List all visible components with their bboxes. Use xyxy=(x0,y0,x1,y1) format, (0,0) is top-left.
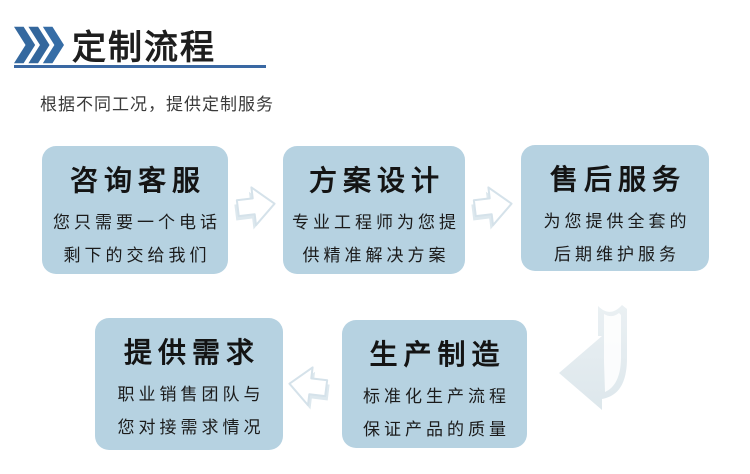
flow-arrow-down-turn-icon xyxy=(552,302,634,423)
title-underline xyxy=(14,65,266,68)
step-title: 方案设计 xyxy=(308,165,445,196)
step-box-aftersales: 售后服务 为您提供全套的 后期维护服务 xyxy=(521,145,709,271)
page-subtitle: 根据不同工况，提供定制服务 xyxy=(40,95,274,114)
step-title: 售后服务 xyxy=(549,164,686,195)
step-line: 为您提供全套的 xyxy=(543,212,691,231)
flow-arrow-left-icon xyxy=(281,358,335,418)
step-box-consult: 咨询客服 您只需要一个电话 剩下的交给我们 xyxy=(42,146,228,274)
flow-arrow-right-icon xyxy=(466,178,520,238)
step-line: 标准化生产流程 xyxy=(363,387,510,406)
page-title: 定制流程 xyxy=(72,29,216,67)
step-line: 您对接需求情况 xyxy=(117,418,265,437)
step-line: 专业工程师为您提 xyxy=(292,213,460,232)
step-line: 剩下的交给我们 xyxy=(63,246,211,265)
step-box-requirements: 提供需求 职业销售团队与 您对接需求情况 xyxy=(95,318,283,450)
step-line: 您只需要一个电话 xyxy=(53,213,221,232)
step-box-production: 生产制造 标准化生产流程 保证产品的质量 xyxy=(342,320,527,448)
step-title: 生产制造 xyxy=(369,339,506,370)
flow-arrow-right-icon xyxy=(229,178,283,238)
step-line: 保证产品的质量 xyxy=(363,420,510,439)
step-box-design: 方案设计 专业工程师为您提 供精准解决方案 xyxy=(283,146,465,274)
step-line: 职业销售团队与 xyxy=(117,385,265,404)
step-title: 提供需求 xyxy=(123,337,260,368)
triple-chevron-right-icon xyxy=(14,25,64,65)
step-title: 咨询客服 xyxy=(69,165,206,196)
step-line: 后期维护服务 xyxy=(554,245,680,264)
step-line: 供精准解决方案 xyxy=(302,246,450,265)
